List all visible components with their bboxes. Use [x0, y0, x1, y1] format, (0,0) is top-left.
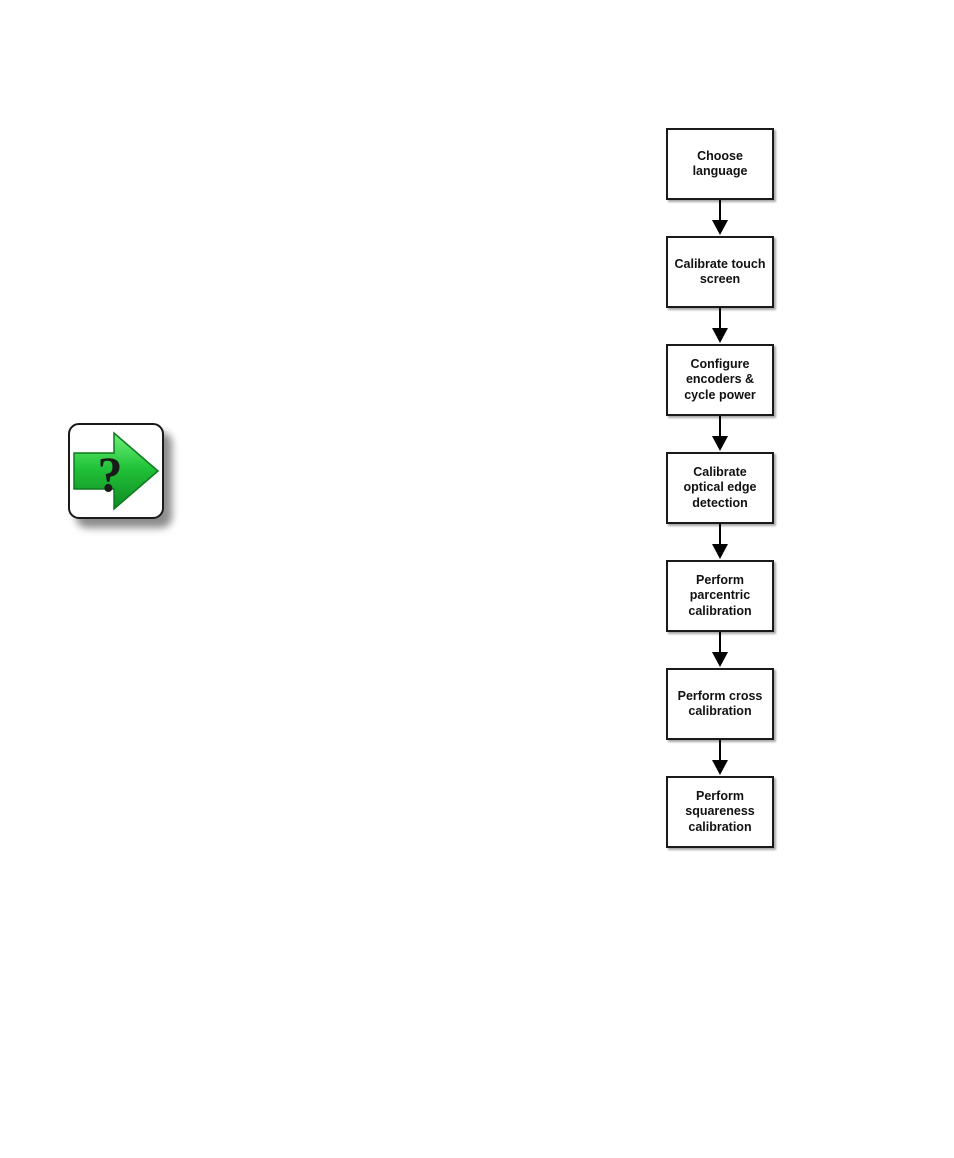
step-calibrate-touch-screen: Calibrate touch screen [666, 236, 774, 308]
step-cross-calibration: Perform cross calibration [666, 668, 774, 740]
step-label: Calibrate touch screen [674, 256, 766, 287]
step-calibrate-optical-edge: Calibrate optical edge detection [666, 452, 774, 524]
step-label: Calibrate optical edge detection [683, 464, 757, 510]
step-label: Perform squareness calibration [685, 788, 755, 834]
step-label: Choose language [692, 148, 748, 179]
step-squareness-calibration: Perform squareness calibration [666, 776, 774, 848]
flow-arrow [711, 200, 729, 236]
step-configure-encoders: Configure encoders & cycle power [666, 344, 774, 416]
flow-arrow [711, 308, 729, 344]
flow-arrow [711, 416, 729, 452]
flow-arrow [711, 740, 729, 776]
step-label: Perform cross calibration [677, 688, 763, 719]
question-arrow-icon: ? [73, 431, 160, 511]
step-parcentric-calibration: Perform parcentric calibration [666, 560, 774, 632]
question-mark-glyph: ? [98, 446, 123, 502]
flow-arrow [711, 632, 729, 668]
flow-arrow [711, 524, 729, 560]
help-arrow-icon: ? [68, 423, 164, 519]
step-choose-language: Choose language [666, 128, 774, 200]
step-label: Perform parcentric calibration [688, 572, 752, 618]
step-label: Configure encoders & cycle power [684, 356, 756, 402]
